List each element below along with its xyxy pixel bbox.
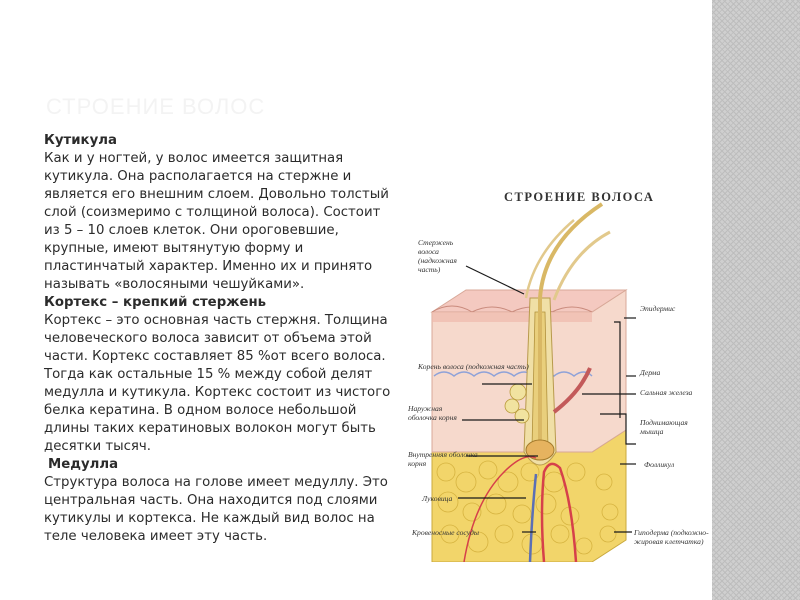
label-epidermis: Эпидермис: [640, 304, 676, 313]
body-line: называть «волосяными чешуйками».: [44, 277, 305, 292]
body-line: белка кератина. В одном волосе небольшой: [44, 403, 357, 418]
epidermis-top: [430, 289, 628, 313]
body-line: длины таких кератиновых волокон могут бы…: [44, 421, 376, 436]
blood-vessel-red: [540, 462, 578, 562]
body-line: Структура волоса на голове имеет медуллу…: [44, 475, 388, 490]
papillae-line: [433, 371, 593, 377]
label-sebaceous-gland: Сальная железа: [640, 388, 693, 397]
body-line: является его внешним слоем. Довольно тол…: [44, 187, 389, 202]
body-line: из 5 – 10 слоев клеток. Они ороговевшие,: [44, 223, 339, 238]
body-line: человеческого волоса зависит от объема э…: [44, 331, 372, 346]
decorative-side-band: [712, 0, 800, 600]
label-root: Корень волоса (подкожная часть): [418, 362, 529, 371]
section-heading-cortex: Кортекс – крепкий стержень: [44, 295, 267, 310]
body-line: крупные, имеют вытянутую форму и: [44, 241, 304, 256]
body-line: части. Кортекс составляет 85 %от всего в…: [44, 349, 386, 364]
epidermis-front: [432, 312, 592, 322]
pointer-lines: [458, 265, 636, 533]
hair-bulb: [525, 439, 555, 461]
label-hypodermis: Гиподерма (подкожно-жировая клетчатка): [634, 528, 709, 546]
hair-structure-diagram: СТРОЕНИЕ ВОЛОСА: [404, 182, 712, 562]
hair-shaft-third: [524, 219, 575, 299]
section-heading-cuticle: Кутикула: [44, 133, 117, 148]
hair-shaft-main: [538, 202, 604, 450]
hair-shaft-secondary: [552, 230, 611, 301]
figure-title: СТРОЕНИЕ ВОЛОСА: [504, 190, 655, 204]
label-bulb: Луковица: [422, 494, 453, 503]
body-line: кутикула. Она располагается на стержне и: [44, 169, 352, 184]
text-block: Кутикула Как и у ногтей, у волос имеется…: [44, 132, 402, 546]
body-line: центральная часть. Она находится под сло…: [44, 493, 378, 508]
label-blood-vessels: Кровеносные сосуды: [412, 528, 480, 537]
body-line: кутикулы и кортекса. Не каждый вид волос…: [44, 511, 375, 526]
body-line: слой (соизмеримо с толщиной волоса). Сос…: [44, 205, 381, 220]
section-heading-medulla: Медулла: [48, 457, 119, 472]
blood-vessel-loop: [463, 455, 537, 562]
body-line: Кортекс – это основная часть стержня. То…: [44, 313, 388, 328]
body-line: медулла и кутикула. Кортекс состоит из ч…: [44, 385, 391, 400]
body-line: теле человека имеет эту часть.: [44, 529, 268, 544]
hair-cross-section-illustration: [430, 202, 636, 562]
body-line: Как и у ногтей, у волос имеется защитная: [44, 151, 344, 166]
body-line: десятки тысяч.: [44, 439, 151, 454]
body-line: пластинчатый характер. Именно их и приня…: [44, 259, 373, 274]
blood-vessel-blue: [528, 473, 538, 562]
body-line: Тогда как остальные 15 % между собой дел…: [44, 367, 373, 382]
slide-title: СТРОЕНИЕ ВОЛОС: [46, 94, 266, 119]
arrector-muscle: [552, 367, 592, 414]
label-dermis: Дерма: [640, 368, 661, 377]
label-follicle: Фолликул: [644, 460, 675, 469]
